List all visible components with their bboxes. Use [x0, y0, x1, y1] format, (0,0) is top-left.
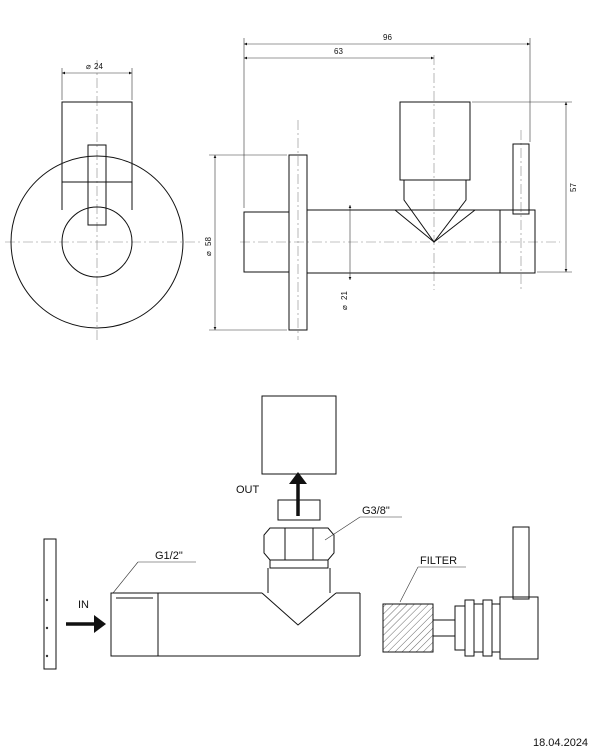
exploded-cap [261, 395, 337, 475]
dim-handle-diameter: 24 [94, 62, 103, 71]
dim-overall-length: 96 [383, 33, 392, 42]
rosette-circle [10, 155, 184, 329]
label-outlet-thread: G3/8" [362, 505, 390, 517]
dim-rosette-diameter: 58 [204, 237, 213, 246]
drawing-date: 18.04.2024 [533, 737, 588, 749]
label-inlet-thread: G1/2" [155, 550, 183, 562]
side-view: 96 63 57 ⌀ 58 ⌀ 21 [204, 33, 578, 340]
filter-element [382, 603, 434, 653]
exploded-lever [512, 526, 530, 600]
label-in: IN [78, 599, 89, 611]
lever [87, 144, 107, 226]
dim-pipe-diameter-symbol: ⌀ [340, 305, 349, 310]
exploded-view: OUT G3/8" G1/2" IN [43, 395, 539, 670]
label-filter: FILTER [420, 555, 457, 567]
top-cap [399, 101, 471, 181]
dim-handle-diameter-symbol: ⌀ [86, 62, 91, 71]
front-view: ⌀ 24 [5, 60, 200, 340]
side-lever [512, 143, 530, 215]
spindle-housing [499, 596, 539, 660]
dim-pipe-diameter: 21 [340, 291, 349, 300]
label-out: OUT [236, 484, 260, 496]
exploded-rosette [43, 538, 57, 670]
outlet-nipple [277, 499, 321, 521]
dim-height: 57 [569, 183, 578, 192]
handle-cap [61, 101, 133, 183]
exploded-inlet-stub [110, 592, 159, 657]
pipe-circle [61, 206, 133, 278]
inlet-stub [243, 211, 290, 273]
dim-center-length: 63 [334, 47, 343, 56]
hex-nut [263, 527, 335, 561]
dim-rosette-diameter-symbol: ⌀ [204, 251, 213, 256]
outlet-end [499, 209, 536, 274]
